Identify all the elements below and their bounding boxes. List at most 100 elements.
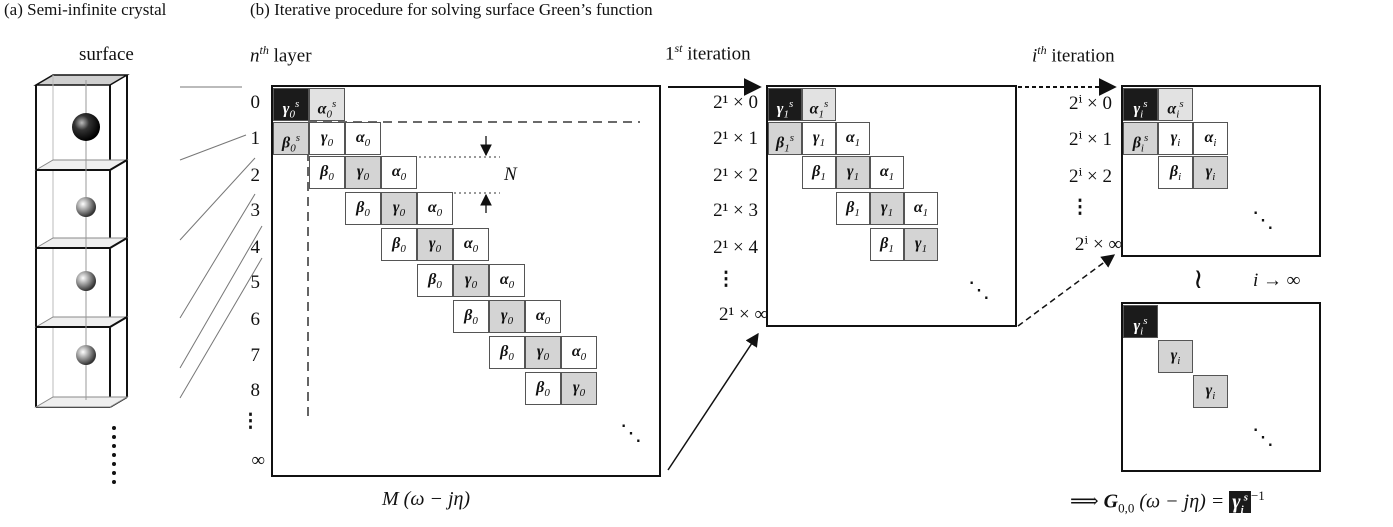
caption-a: (a) Semi-infinite crystal xyxy=(4,0,167,19)
header-ith-iteration: ith iteration xyxy=(1032,43,1115,67)
cell-beta0: β0 xyxy=(381,228,417,261)
cell-gammai-limit: γi xyxy=(1158,340,1193,373)
cell-gamma0: γ0 xyxy=(381,192,417,225)
atom-1 xyxy=(76,197,96,217)
iter1-row-0: 2¹ × 0 xyxy=(713,92,758,113)
cell-gamma1: γ1 xyxy=(904,228,938,261)
crystal-continuation-dots xyxy=(112,426,116,484)
row-label-1: 1 xyxy=(250,128,261,149)
cell-alpha1s: α1s xyxy=(802,88,836,121)
cell-beta1: β1 xyxy=(802,156,836,189)
cell-gamma0: γ0 xyxy=(345,156,381,189)
cell-beta1: β1 xyxy=(870,228,904,261)
N-block-dashed xyxy=(307,121,640,420)
cell-gamma0: γ0 xyxy=(489,300,525,333)
row-label-4: 4 xyxy=(250,237,261,258)
row-label-vdots: ⋮ xyxy=(241,411,260,432)
iteri-row-inf: 2ⁱ × ∞ xyxy=(1074,234,1122,255)
cell-betais: βis xyxy=(1123,122,1158,155)
cell-alpha0: α0 xyxy=(381,156,417,189)
cell-beta1s: β1s xyxy=(768,122,802,155)
cell-gamma0s: γ0s xyxy=(273,88,309,121)
cell-alpha0: α0 xyxy=(417,192,453,225)
matrix-iter1-frame xyxy=(766,85,1017,327)
iteri-ddots: ⋱ xyxy=(1252,207,1274,232)
iteri-row-2: 2ⁱ × 2 xyxy=(1068,166,1112,187)
row-label-2: 2 xyxy=(250,165,261,186)
surface-label: surface xyxy=(79,44,134,65)
iter1-ddots: ⋱ xyxy=(968,277,990,302)
crystal-stack xyxy=(33,74,130,408)
cell-alpha1: α1 xyxy=(870,156,904,189)
cell-gammais: γis xyxy=(1123,88,1158,121)
N-dotted-guides xyxy=(414,156,500,194)
row-label-5: 5 xyxy=(250,272,261,293)
cell-gamma1: γ1 xyxy=(802,122,836,155)
row-label-7: 7 xyxy=(250,345,261,366)
iteri-row-1: 2ⁱ × 1 xyxy=(1068,129,1112,150)
cell-beta1: β1 xyxy=(836,192,870,225)
iteri-row-0: 2ⁱ × 0 xyxy=(1068,93,1112,114)
cell-alpha0: α0 xyxy=(345,122,381,155)
caption-b: (b) Iterative procedure for solving surf… xyxy=(250,0,653,19)
cell-betai: βi xyxy=(1158,156,1193,189)
matrix-limit-frame xyxy=(1121,302,1321,472)
cell-beta0: β0 xyxy=(309,156,345,189)
cell-beta0: β0 xyxy=(453,300,489,333)
cell-beta0: β0 xyxy=(417,264,453,297)
limit-label: i → ∞ xyxy=(1253,270,1301,291)
iter1-row-4: 2¹ × 4 xyxy=(713,237,758,258)
cell-alphais: αis xyxy=(1158,88,1193,121)
approx-symbol: ≀ xyxy=(1193,264,1204,295)
header-nth-layer: nth layer xyxy=(250,43,312,67)
layer-connectors xyxy=(179,86,263,399)
cell-gamma1: γ1 xyxy=(836,156,870,189)
iter1-row-1: 2¹ × 1 xyxy=(713,128,758,149)
cell-beta0: β0 xyxy=(489,336,525,369)
atom-3 xyxy=(76,345,96,365)
matrix-M-label: M (ω − jη) xyxy=(382,488,471,510)
cell-beta0: β0 xyxy=(525,372,561,405)
cell-alpha1: α1 xyxy=(836,122,870,155)
matrix0-ddots: ⋱ xyxy=(620,420,642,445)
cell-alpha0: α0 xyxy=(561,336,597,369)
cell-alphai: αi xyxy=(1193,122,1228,155)
matrix-iteri-frame xyxy=(1121,85,1321,257)
iteri-row-vdots: ⋮ xyxy=(1070,197,1090,218)
atom-surface xyxy=(72,113,100,141)
iter1-row-3: 2¹ × 3 xyxy=(713,200,758,221)
cell-alpha0: α0 xyxy=(525,300,561,333)
row-label-inf: ∞ xyxy=(251,450,265,471)
cell-alpha0s: α0s xyxy=(309,88,345,121)
cell-gamma0: γ0 xyxy=(453,264,489,297)
cell-gamma0: γ0 xyxy=(525,336,561,369)
matrix-M-frame xyxy=(271,85,661,477)
cell-gammai: γi xyxy=(1193,156,1228,189)
cell-gamma0: γ0 xyxy=(417,228,453,261)
cell-alpha0: α0 xyxy=(489,264,525,297)
row-label-0: 0 xyxy=(250,92,261,113)
arrow-M-to-iter1 xyxy=(667,332,759,471)
atom-2 xyxy=(76,271,96,291)
result-formula: ⟹ G0,0 (ω − jη) = γis−1 xyxy=(1070,488,1265,516)
row-label-8: 8 xyxy=(250,380,261,401)
arrow-iter1-to-iteri xyxy=(1017,254,1116,327)
iter1-row-2: 2¹ × 2 xyxy=(713,165,758,186)
cell-gammai: γi xyxy=(1158,122,1193,155)
cell-gamma1s: γ1s xyxy=(768,88,802,121)
cell-gamma0: γ0 xyxy=(309,122,345,155)
row-label-3: 3 xyxy=(250,200,261,221)
N-label: N xyxy=(504,164,517,185)
cell-alpha1: α1 xyxy=(904,192,938,225)
iter1-row-inf: 2¹ × ∞ xyxy=(719,304,768,325)
cell-gammai-limit: γi xyxy=(1193,375,1228,408)
cell-alpha0: α0 xyxy=(453,228,489,261)
header-1st-iteration: 1st iteration xyxy=(665,41,751,65)
cell-gammais-limit: γis xyxy=(1123,305,1158,338)
cell-gamma0: γ0 xyxy=(561,372,597,405)
limit-ddots: ⋱ xyxy=(1252,424,1274,449)
cell-beta0s: β0s xyxy=(273,122,309,155)
cell-gamma1: γ1 xyxy=(870,192,904,225)
cell-beta0: β0 xyxy=(345,192,381,225)
